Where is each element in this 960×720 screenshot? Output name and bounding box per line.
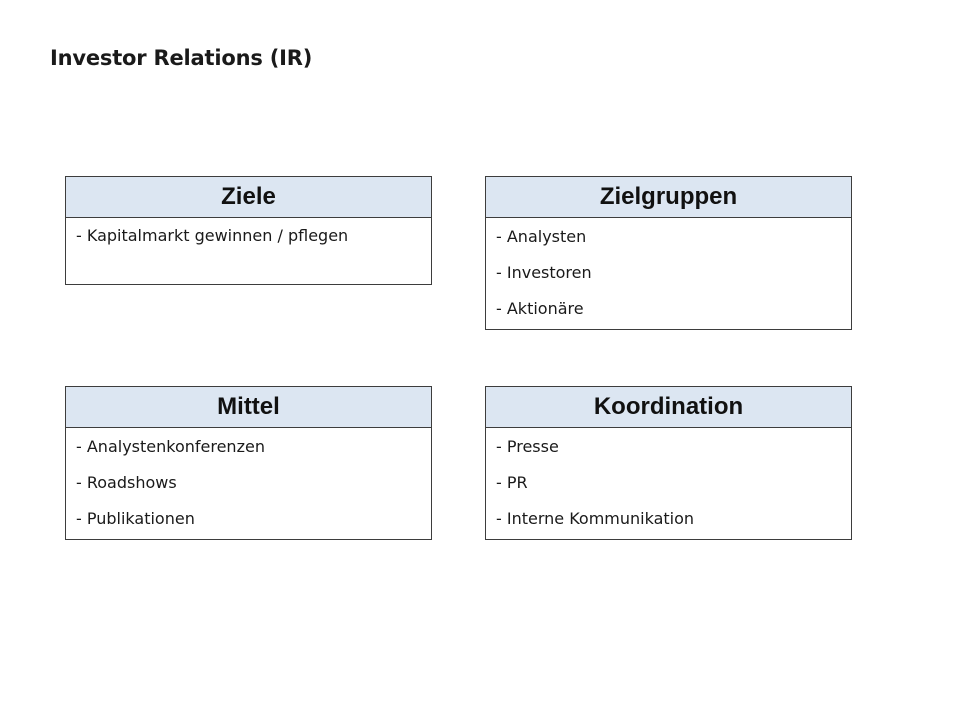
box-ziele-list: - Kapitalmarkt gewinnen / pflegen bbox=[66, 218, 431, 256]
box-ziele-heading: Ziele bbox=[66, 177, 431, 218]
list-item: - Aktionäre bbox=[496, 299, 584, 318]
list-item: - Analystenkonferenzen bbox=[76, 437, 265, 456]
box-mittel: Mittel - Analystenkonferenzen - Roadshow… bbox=[65, 386, 432, 540]
list-item: - PR bbox=[496, 473, 528, 492]
list-item: - Roadshows bbox=[76, 473, 177, 492]
list-item: - Kapitalmarkt gewinnen / pflegen bbox=[76, 226, 349, 245]
box-ziele: Ziele - Kapitalmarkt gewinnen / pflegen bbox=[65, 176, 432, 285]
box-zielgruppen-heading: Zielgruppen bbox=[486, 177, 851, 218]
list-item: - Publikationen bbox=[76, 509, 195, 528]
box-koordination: Koordination - Presse - PR - Interne Kom… bbox=[485, 386, 852, 540]
box-mittel-heading: Mittel bbox=[66, 387, 431, 428]
box-mittel-list: - Analystenkonferenzen - Roadshows - Pub… bbox=[66, 428, 431, 543]
box-zielgruppen-list: - Analysten - Investoren - Aktionäre bbox=[486, 218, 851, 333]
list-item: - Presse bbox=[496, 437, 559, 456]
box-zielgruppen: Zielgruppen - Analysten - Investoren - A… bbox=[485, 176, 852, 330]
list-item: - Analysten bbox=[496, 227, 587, 246]
list-item: - Interne Kommunikation bbox=[496, 509, 695, 528]
box-koordination-heading: Koordination bbox=[486, 387, 851, 428]
box-koordination-list: - Presse - PR - Interne Kommunikation bbox=[486, 428, 851, 543]
list-item: - Investoren bbox=[496, 263, 592, 282]
page-title: Investor Relations (IR) bbox=[50, 46, 313, 70]
